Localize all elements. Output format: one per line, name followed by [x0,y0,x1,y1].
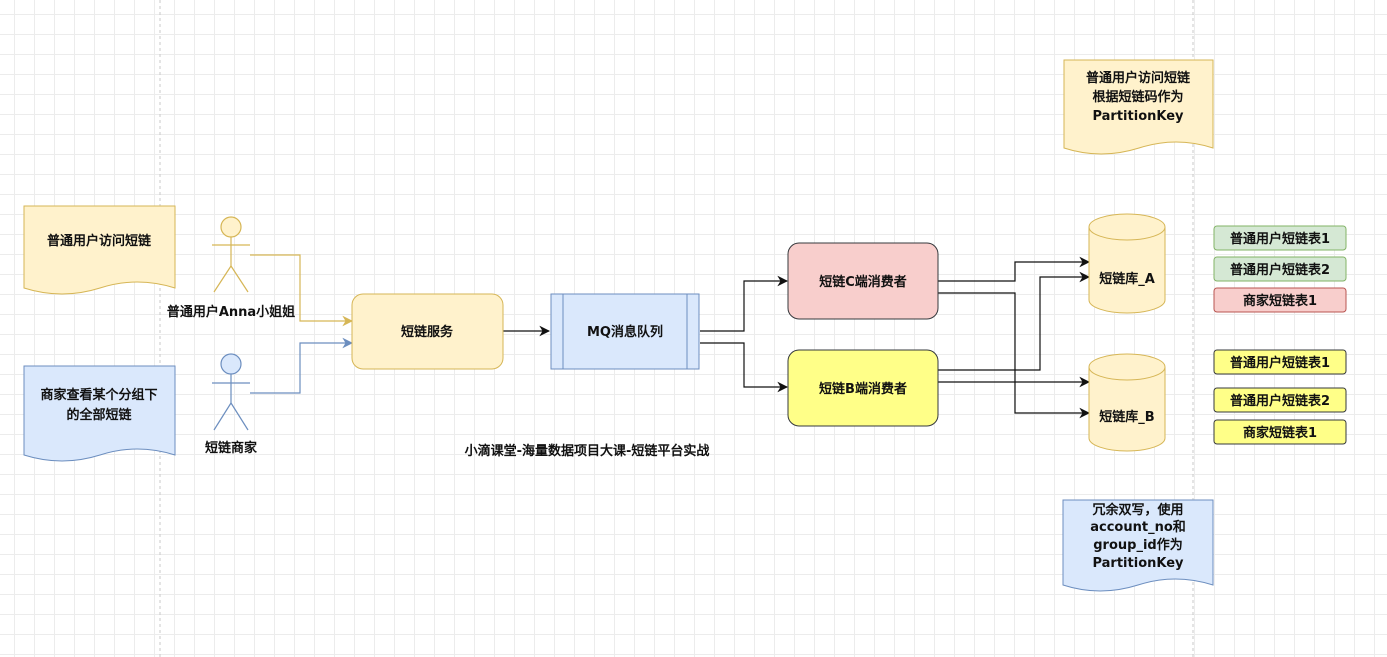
connector-user-to-service [250,254,354,327]
note-partition-top-line-3: PartitionKey [1092,109,1184,124]
db-shortlink-a: 短链库_A [1088,213,1166,314]
diagram-caption: 小滴课堂-海量数据项目大课-短链平台实战 [465,443,710,459]
connector-mq-to-consumer-c [700,275,789,332]
note-merchant: 商家查看某个分组下 的全部短链 [23,365,176,462]
node-shortlink-service: 短链服务 [351,293,504,370]
note-partition-bottom-line-4: PartitionKey [1092,556,1184,571]
table-a-user-1-label: 普通用户短链表1 [1230,231,1330,247]
merchant-icon [220,353,242,375]
actor-merchant [212,353,250,431]
note-partition-bottom-line-3: group_id作为 [1093,537,1182,553]
node-consumer-b-label: 短链B端消费者 [819,381,907,397]
node-consumer-b: 短链B端消费者 [787,349,939,427]
note-partition-top-line-2: 根据短链码作为 [1092,89,1183,105]
note-partition-top: 普通用户访问短链 根据短链码作为 PartitionKey [1063,59,1214,155]
note-partition-bottom-line-2: account_no和 [1090,519,1186,535]
note-merchant-line-1: 商家查看某个分组下 [40,387,157,403]
node-shortlink-service-label: 短链服务 [401,324,454,340]
actor-user-label: 普通用户Anna小姐姐 [167,304,295,320]
note-partition-bottom-line-1: 冗余双写，使用 [1092,502,1183,518]
db-shortlink-b-label: 短链库_B [1099,409,1154,425]
note-merchant-line-2: 的全部短链 [66,407,132,423]
connector-mq-to-consumer-b [700,342,789,393]
connector-c-to-db-a [938,256,1091,282]
connector-merchant-to-service [250,337,354,394]
table-a-user-2-label: 普通用户短链表2 [1230,262,1330,278]
node-mq-queue-label: MQ消息队列 [587,324,663,340]
note-partition-top-line-1: 普通用户访问短链 [1086,70,1191,86]
db-shortlink-a-label: 短链库_A [1099,271,1155,287]
node-mq-queue: MQ消息队列 [550,293,700,370]
connector-b-to-db-a [938,271,1091,371]
table-b-merchant-1-label: 商家短链表1 [1243,425,1317,441]
table-b-user-2: 普通用户短链表2 [1213,387,1347,413]
user-icon [220,216,242,238]
table-b-user-2-label: 普通用户短链表2 [1230,393,1330,409]
node-consumer-c: 短链C端消费者 [787,242,939,320]
db-shortlink-b: 短链库_B [1088,353,1166,452]
note-partition-bottom: 冗余双写，使用 account_no和 group_id作为 Partition… [1062,499,1214,592]
node-consumer-c-label: 短链C端消费者 [819,274,907,290]
note-user-access-text: 普通用户访问短链 [47,233,152,249]
actor-user [212,216,250,293]
table-a-user-2: 普通用户短链表2 [1213,256,1347,282]
table-a-merchant-1: 商家短链表1 [1213,287,1347,313]
table-a-user-1: 普通用户短链表1 [1213,225,1347,251]
connector-c-to-db-b [938,292,1091,419]
note-user-access: 普通用户访问短链 [23,205,176,295]
table-b-merchant-1: 商家短链表1 [1213,419,1347,445]
table-b-user-1: 普通用户短链表1 [1213,349,1347,375]
table-a-merchant-1-label: 商家短链表1 [1243,293,1317,309]
table-b-user-1-label: 普通用户短链表1 [1230,355,1330,371]
actor-merchant-label: 短链商家 [205,440,258,456]
